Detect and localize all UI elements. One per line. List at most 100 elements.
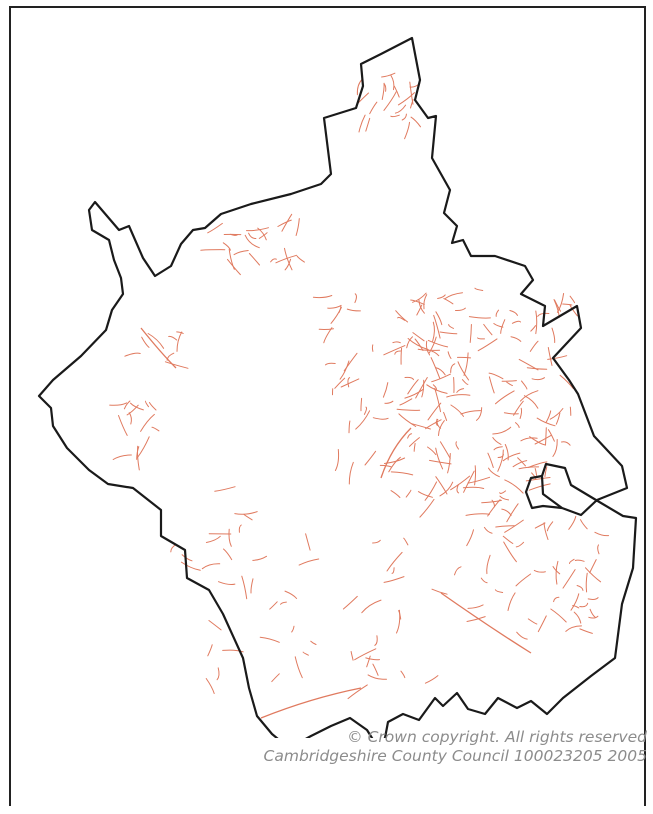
feature-line [412, 292, 427, 303]
feature-line [305, 533, 311, 551]
feature-line [241, 575, 248, 600]
feature-line [446, 394, 471, 398]
feature-line [520, 437, 538, 442]
feature-line [383, 345, 406, 356]
feature-line [509, 310, 518, 316]
feature-line [506, 503, 519, 523]
feature-line [284, 590, 298, 599]
feature-line [325, 362, 336, 366]
feature-line [510, 336, 522, 342]
feature-line [277, 219, 292, 227]
feature-line [416, 304, 423, 316]
feature-line [528, 483, 551, 491]
feature-line [407, 379, 419, 395]
feature-line [501, 508, 512, 516]
feature-line [340, 378, 360, 388]
feature-line [395, 310, 409, 323]
feature-line [424, 675, 439, 684]
feature-line [424, 481, 438, 501]
feature-line [516, 631, 528, 640]
feature-line [124, 352, 141, 357]
feature-line [544, 466, 548, 477]
feature-line [281, 213, 293, 232]
feature-line [327, 304, 342, 309]
feature-line [535, 310, 538, 335]
feature-line [487, 499, 501, 517]
feature-line [257, 227, 267, 241]
feature-line [518, 466, 540, 470]
feature-line [500, 319, 506, 334]
feature-line [126, 404, 139, 416]
feature-line [568, 515, 577, 530]
feature-line [296, 255, 305, 263]
feature-line [573, 611, 582, 624]
feature-line [456, 388, 465, 393]
feature-line [547, 355, 568, 360]
feature-line [400, 347, 403, 365]
feature-line [411, 423, 431, 430]
feature-line [397, 316, 406, 321]
feature-line [435, 418, 439, 426]
feature-line [589, 559, 597, 574]
feature-line [570, 593, 580, 611]
feature-line [342, 595, 358, 610]
feature-line [467, 476, 491, 484]
feature-line [553, 596, 560, 603]
feature-line [463, 470, 475, 493]
feature-line [404, 376, 414, 381]
feature-line [431, 588, 448, 595]
feature-line [415, 377, 428, 399]
feature-line [400, 670, 406, 679]
feature-line [418, 299, 425, 314]
feature-line [477, 337, 485, 340]
feature-line [562, 303, 573, 306]
feature-line [474, 465, 477, 486]
feature-line [515, 573, 532, 587]
feature-line [495, 525, 515, 528]
feature-line [348, 420, 351, 434]
feature-line [312, 295, 333, 299]
feature-line [148, 402, 157, 411]
feature-line [549, 408, 564, 420]
feature-line [275, 254, 298, 264]
feature-line [461, 379, 469, 385]
feature-line [414, 338, 424, 351]
feature-line [147, 333, 165, 349]
feature-line [518, 358, 539, 371]
feature-line [545, 427, 547, 446]
feature-line [355, 410, 371, 430]
feature-line [291, 625, 295, 633]
feature-line [468, 316, 491, 319]
feature-line [562, 569, 576, 589]
feature-line [386, 551, 403, 572]
feature-line [463, 352, 469, 376]
feature-line [401, 113, 407, 121]
feature-line [164, 361, 189, 369]
feature-line [412, 332, 425, 342]
feature-line [437, 294, 446, 299]
feature-line [372, 417, 389, 420]
feature-line [338, 305, 342, 313]
feature-line [466, 529, 474, 547]
feature-line [310, 640, 317, 645]
feature-line [499, 495, 509, 501]
feature-line [435, 367, 446, 376]
feature-line [284, 258, 292, 271]
feature-line [118, 415, 128, 436]
feature-line [519, 407, 523, 419]
feature-line [427, 446, 437, 456]
feature-line [469, 324, 472, 343]
feature-line [227, 258, 241, 276]
feature-line [390, 490, 401, 498]
feature-line [381, 72, 396, 78]
red-feature-lines [109, 72, 610, 719]
feature-line [515, 422, 520, 428]
feature-line [466, 616, 486, 622]
feature-line [216, 667, 220, 681]
feature-line [429, 459, 452, 465]
feature-line [140, 413, 155, 432]
feature-line [394, 104, 407, 114]
feature-line [390, 114, 400, 118]
feature-line [439, 331, 458, 335]
feature-line [495, 309, 500, 317]
